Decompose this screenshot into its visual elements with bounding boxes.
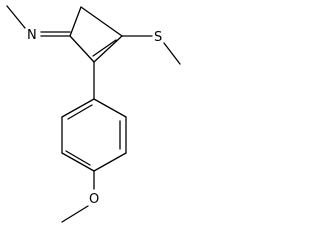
bond-ring-double-inner [92, 39, 117, 57]
thioether-group: S [121, 30, 181, 65]
bond-ph-1 [93, 98, 127, 118]
bond-n-methyl [6, 5, 26, 29]
imine-nitrogen-label: N [27, 28, 37, 43]
bond-ph-4 [61, 152, 95, 172]
bond-ph-double-2 [65, 150, 91, 166]
bond-ph-6 [61, 98, 95, 118]
bond-ring-right [93, 35, 123, 63]
cyclobutene-ring [69, 6, 123, 63]
bond-ring-top [80, 6, 123, 37]
thioether-sulfur-label: S [154, 30, 162, 45]
bond-ring-c2-c3 [69, 35, 95, 63]
benzene-ring [61, 98, 127, 172]
imine-group: N [6, 5, 71, 43]
bond-ph-double-3 [67, 104, 93, 120]
ether-oxygen-label: O [89, 192, 99, 207]
methoxy-group: O [61, 170, 99, 223]
bond-o-methyl [61, 205, 89, 223]
structure-canvas: N S O [6, 5, 181, 223]
bond-s-methyl [163, 42, 181, 65]
bond-ring-left [69, 6, 82, 37]
bond-ph-3 [93, 152, 127, 172]
